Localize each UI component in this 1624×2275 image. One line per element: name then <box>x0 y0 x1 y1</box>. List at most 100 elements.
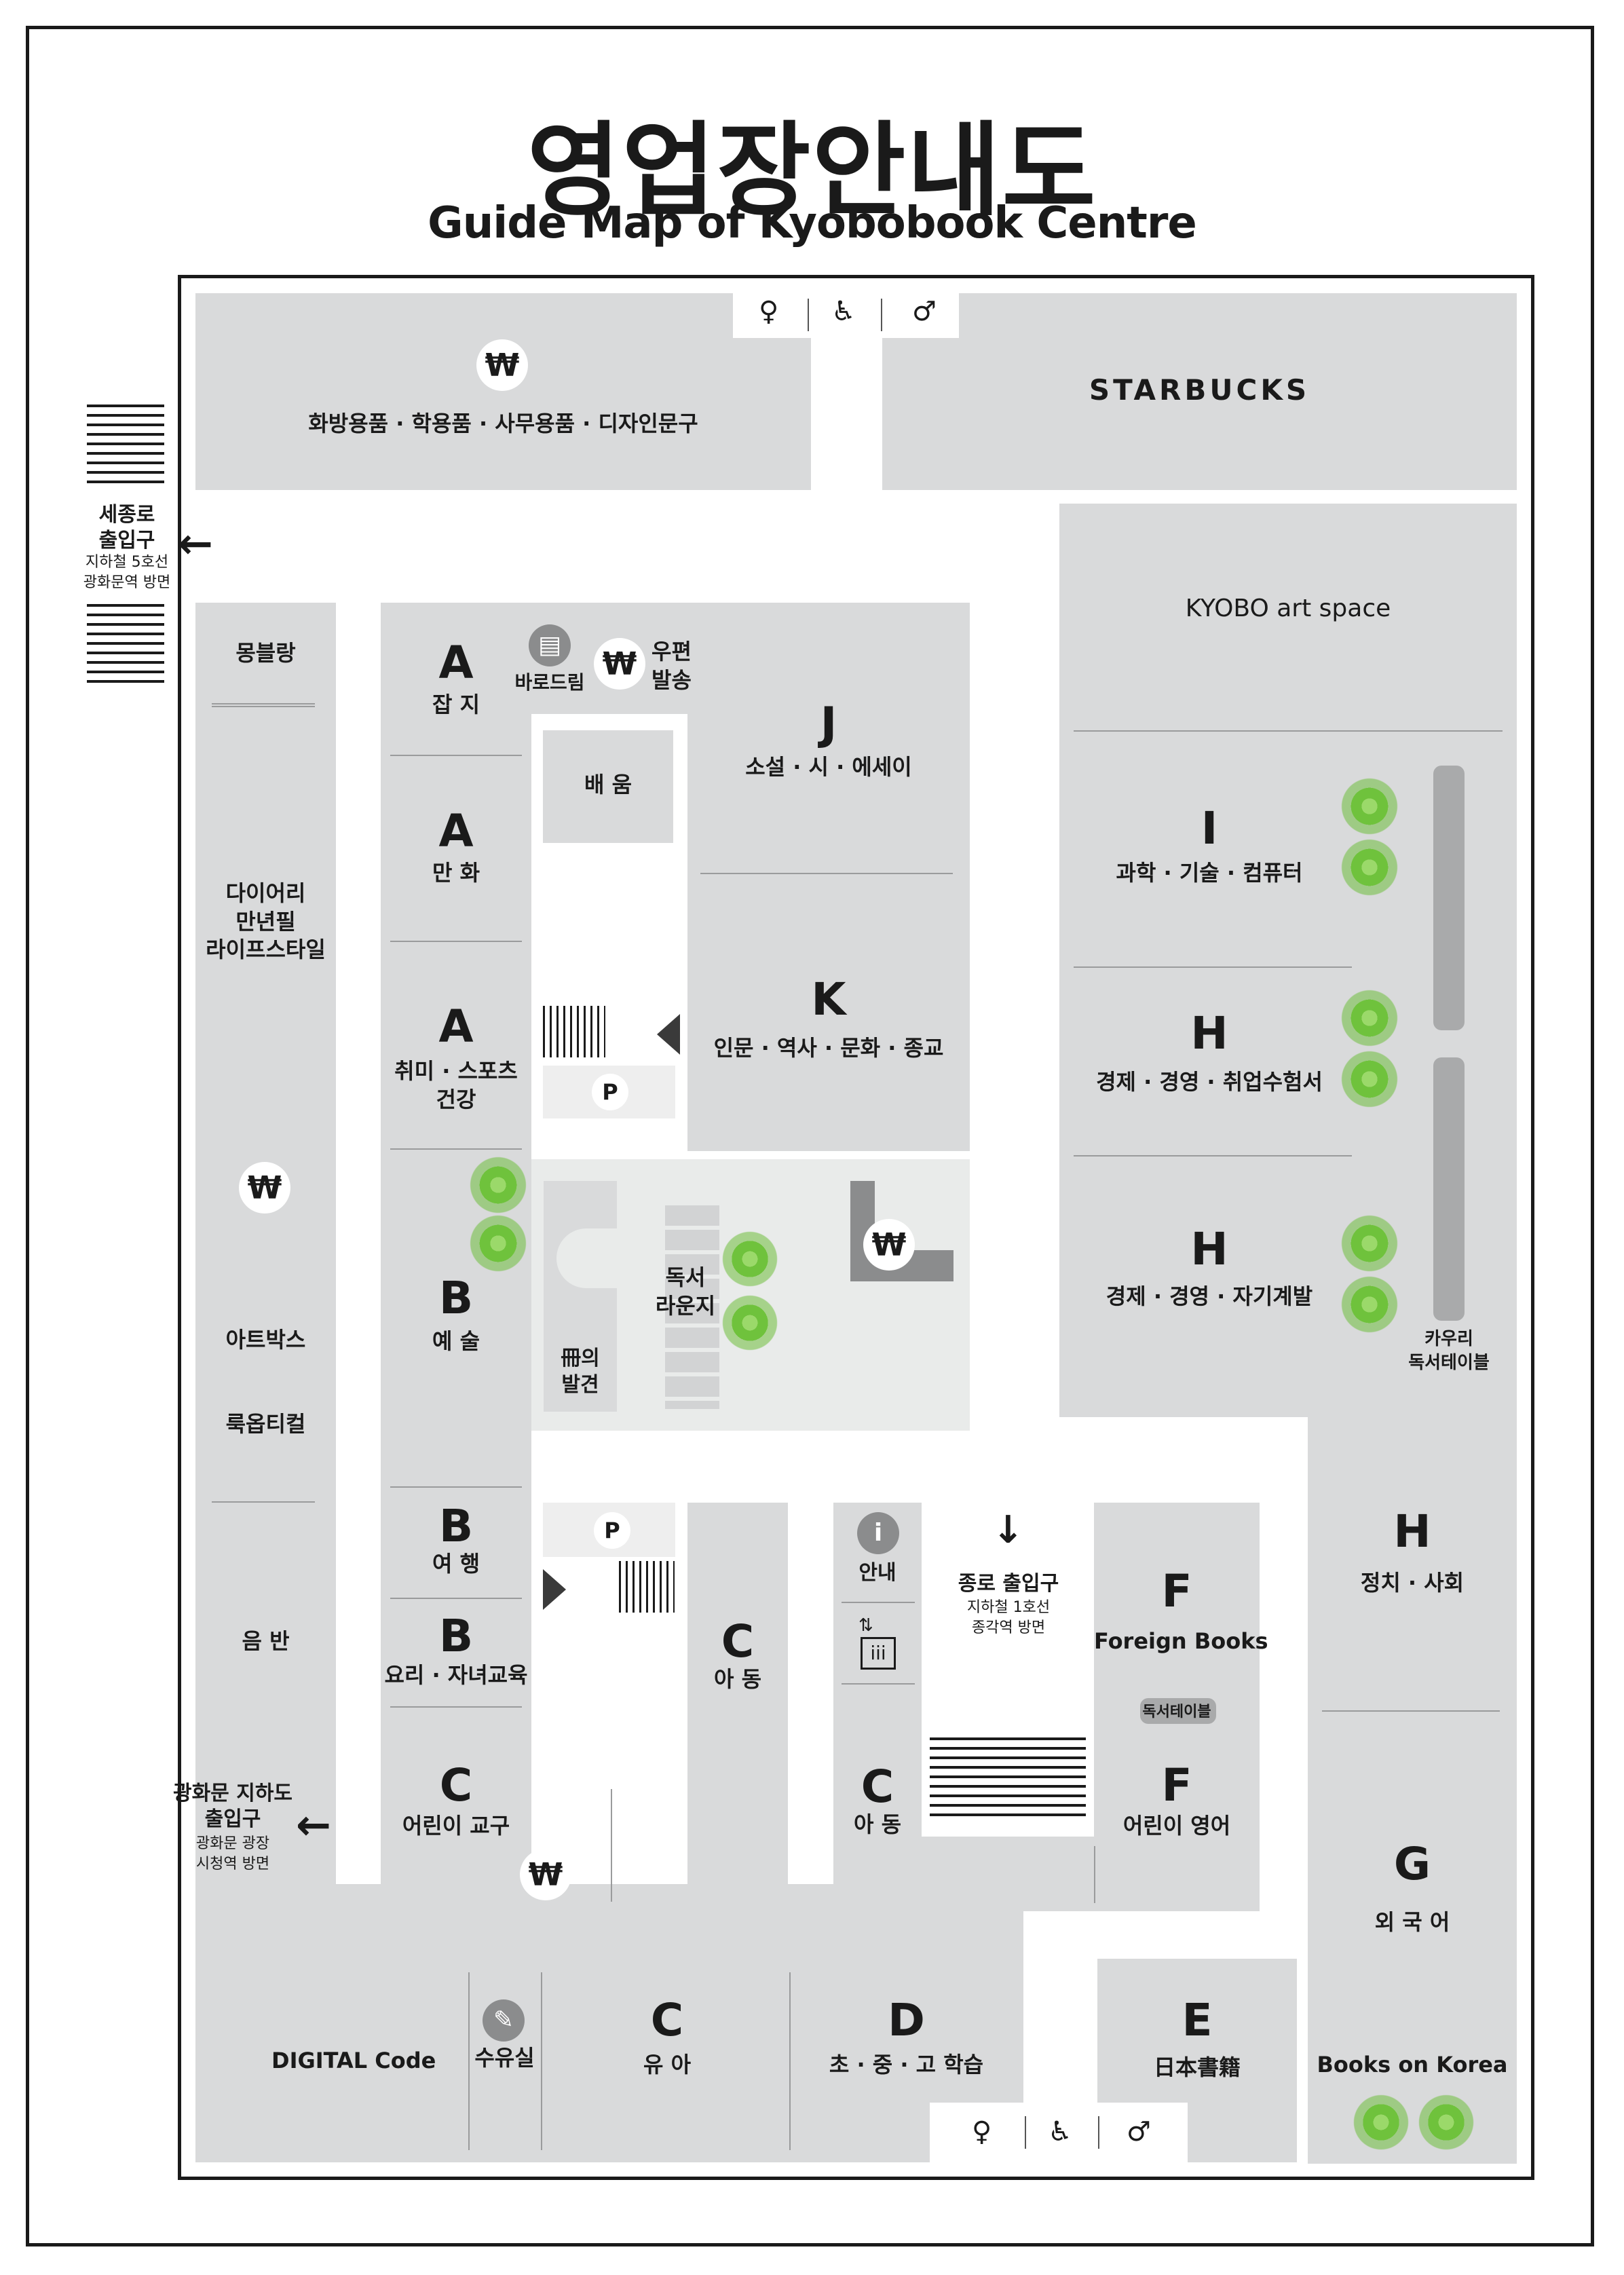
page-title: 영업장안내도 <box>527 112 1097 230</box>
plant <box>1338 836 1401 899</box>
zone-label: 어린이 교구 <box>402 1813 510 1839</box>
section-letter: A <box>438 1000 474 1053</box>
section-letter: A <box>438 637 474 689</box>
zone-label: 冊의 발견 <box>561 1347 600 1397</box>
section-letter: A <box>438 805 474 857</box>
parking-icon[interactable]: P <box>594 1512 630 1549</box>
zone-label: 잡 지 <box>432 692 480 717</box>
zone-label: 아 동 <box>853 1811 902 1837</box>
info-icon[interactable]: i <box>857 1512 899 1554</box>
divider <box>1094 1846 1095 1903</box>
divider <box>842 1602 915 1603</box>
entrance-stairs <box>87 604 164 688</box>
section-letter: H <box>1190 1223 1228 1275</box>
zone-label: 여 행 <box>432 1551 480 1577</box>
exit-title: 세종로 출입구 <box>98 503 155 552</box>
separator <box>1098 2116 1099 2149</box>
zone-label: 어린이 영어 <box>1122 1813 1231 1839</box>
exit-title: 광화문 지하도 출입구 <box>172 1782 293 1831</box>
zone-stationery[interactable] <box>195 293 811 490</box>
lounge-seats <box>665 1205 719 1409</box>
zone-label: 경제 · 경영 · 자기계발 <box>1106 1283 1313 1309</box>
zone-starbucks[interactable] <box>882 293 1517 490</box>
restroom-bottom <box>930 2103 1188 2165</box>
male-restroom-icon: ♂ <box>912 296 937 327</box>
kauri-reading-table <box>1433 766 1465 1030</box>
plant <box>1338 1048 1401 1110</box>
divider <box>390 1148 522 1150</box>
baby-bottle-icon: ✎ <box>483 1999 525 2042</box>
reading-table <box>1140 1698 1216 1724</box>
divider <box>700 873 953 874</box>
zone-label: 화방용품 · 학용품 · 사무용품 · 디자인문구 <box>308 411 698 436</box>
plant <box>1338 987 1401 1049</box>
divider <box>468 1972 470 2150</box>
zone-label: 음 반 <box>242 1628 290 1654</box>
book-discovery-cutout <box>556 1228 618 1288</box>
zone-label: 日本書籍 <box>1153 2054 1241 2080</box>
zone-bottom-left-ext <box>195 1769 336 1885</box>
section-letter: B <box>438 1500 474 1552</box>
zone-label: 몽블랑 <box>235 640 296 666</box>
divider <box>789 1972 791 2150</box>
zone-label: 바로드림 <box>514 671 585 694</box>
zone-label: 배 움 <box>584 772 632 797</box>
zone-label: 아 동 <box>713 1666 762 1692</box>
divider <box>390 1598 522 1599</box>
kyobo-art-label: KYOBO art space <box>1185 595 1391 622</box>
zone-label: 독서테이블 <box>1142 1704 1211 1721</box>
zone-label: 다이어리 만년필 라이프스타일 <box>206 880 326 963</box>
plant <box>719 1228 780 1290</box>
exit-subtitle: 지하철 1호선 종각역 방면 <box>966 1599 1051 1636</box>
plant <box>1416 2092 1477 2153</box>
section-letter: H <box>1190 1007 1228 1059</box>
separator <box>881 299 882 331</box>
exit-subtitle: 광화문 광장 시청역 방면 <box>195 1835 270 1873</box>
won-sign-icon: ₩ <box>476 339 528 391</box>
zone-label: 룩옵티컬 <box>225 1411 306 1437</box>
divider <box>390 1486 522 1488</box>
plant <box>467 1212 529 1275</box>
divider <box>1074 966 1352 968</box>
divider <box>390 941 522 942</box>
zone-label: 과학 · 기술 · 컴퓨터 <box>1116 860 1303 886</box>
zone-learning[interactable] <box>543 730 673 843</box>
exit-subtitle: 지하철 5호선 광화문역 방면 <box>83 554 171 591</box>
section-letter: C <box>439 1759 473 1811</box>
plant <box>467 1154 529 1216</box>
section-letter: J <box>820 698 837 750</box>
exit-title: 종로 출입구 <box>958 1572 1059 1596</box>
divider <box>611 1789 612 1902</box>
parking-icon[interactable]: P <box>592 1074 628 1110</box>
zone-label: 경제 · 경영 · 취업수험서 <box>1096 1069 1323 1095</box>
floor-plan-frame <box>178 275 1534 2180</box>
divider <box>212 1501 315 1503</box>
zone-c-children[interactable] <box>687 1503 788 1911</box>
zone-label: 만 화 <box>432 860 480 886</box>
wheelchair-icon: ♿ <box>1048 2116 1072 2147</box>
section-letter: K <box>811 973 846 1026</box>
zone-label: 카우리 독서테이블 <box>1408 1329 1490 1374</box>
won-sign-icon: ₩ <box>239 1162 290 1214</box>
zone-label: 안내 <box>858 1561 896 1585</box>
zone-label: 인문 · 역사 · 문화 · 종교 <box>713 1035 944 1061</box>
zone-label: 아트박스 <box>225 1327 306 1353</box>
male-restroom-icon: ♂ <box>1127 2116 1151 2147</box>
zone-label: DIGITAL Code <box>271 2048 436 2073</box>
book-discovery-shelf <box>544 1181 617 1412</box>
divider <box>1322 1710 1500 1712</box>
page-subtitle: Guide Map of Kyobobook Centre <box>428 198 1197 248</box>
kauri-reading-table <box>1433 1057 1465 1321</box>
section-letter: I <box>1201 802 1218 854</box>
zone-label: 외 국 어 <box>1374 1909 1450 1935</box>
separator <box>808 299 809 331</box>
starbucks-label: STARBUCKS <box>1089 373 1310 407</box>
divider <box>842 1683 915 1685</box>
section-letter: B <box>438 1272 474 1324</box>
zone-j-k <box>687 603 970 1151</box>
section-letter: C <box>861 1761 894 1813</box>
elevator-icon: iii <box>861 1637 896 1670</box>
female-restroom-icon: ♀ <box>972 2116 992 2147</box>
restroom-top <box>733 293 959 338</box>
zone-label: 예 술 <box>432 1328 480 1354</box>
